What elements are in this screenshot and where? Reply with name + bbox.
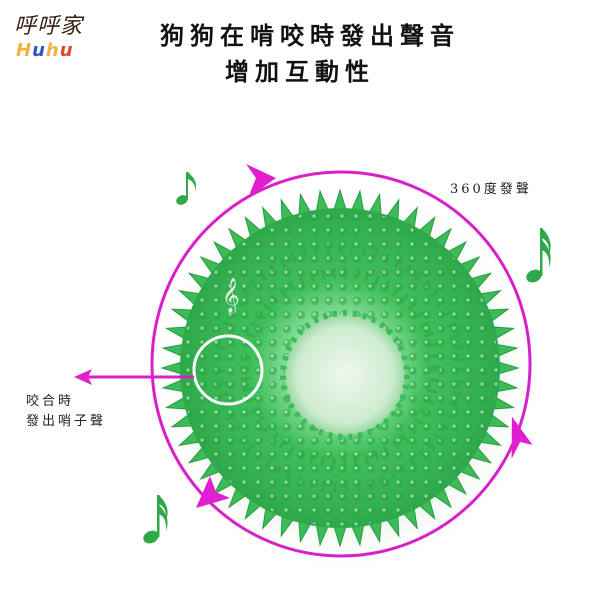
arrowhead-bottom-left <box>196 476 230 508</box>
music-notes <box>143 172 551 544</box>
headline-line-2: 增加互動性 <box>225 58 375 86</box>
whistle-highlight-circle <box>192 334 264 406</box>
rotation-label: 360度發聲 <box>450 182 532 197</box>
brand-logo: 呼呼家 Huhu <box>10 6 120 66</box>
bite-label: 咬合時 發出哨子聲 <box>26 392 106 432</box>
logo-letter: H <box>16 40 33 61</box>
music-note-icon <box>176 172 197 205</box>
pointer-arrowhead <box>74 369 92 385</box>
rotation-arrowheads <box>196 164 533 508</box>
bite-label-line-1: 咬合時 <box>26 394 75 409</box>
arrowhead-top <box>246 164 276 198</box>
rotation-circle <box>150 170 532 558</box>
music-note-icon <box>526 228 551 283</box>
headline-line-1: 狗狗在啃咬時發出聲音 <box>160 22 460 50</box>
arrowhead-right <box>511 416 533 459</box>
logo-letter: u <box>59 40 74 61</box>
logo-chinese-text: 呼呼家 <box>14 14 84 39</box>
logo-letter: u <box>32 40 46 61</box>
logo-english-text: Huhu <box>16 40 74 61</box>
music-note-icon <box>143 495 168 544</box>
logo-letter: h <box>45 40 60 61</box>
toy-center-hole <box>285 315 405 435</box>
treble-clef-icon: 𝄞 <box>222 278 240 314</box>
bite-label-line-2: 發出哨子聲 <box>26 414 107 429</box>
